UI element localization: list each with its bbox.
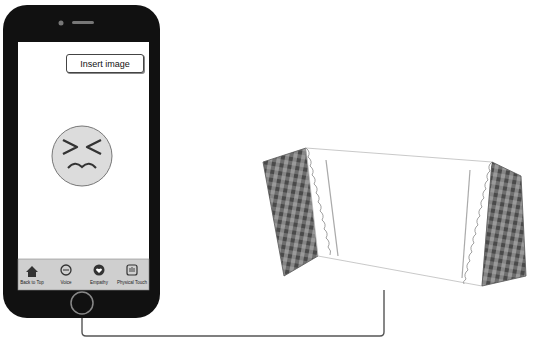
face-eye bbox=[63, 140, 77, 154]
button: Insert image bbox=[66, 54, 144, 73]
pillow-lace bbox=[463, 162, 492, 284]
nav-label: Voice bbox=[60, 280, 71, 285]
phone-speaker bbox=[72, 21, 94, 24]
phone-camera bbox=[59, 21, 64, 26]
empathy-icon bbox=[94, 265, 105, 276]
home-button bbox=[71, 292, 93, 314]
face-eye bbox=[87, 140, 101, 154]
pillow-end bbox=[482, 162, 526, 286]
home-icon bbox=[26, 266, 38, 277]
pillow-seam bbox=[326, 160, 338, 256]
nav-bar bbox=[18, 259, 149, 290]
pillow-body bbox=[306, 148, 492, 286]
touch-icon bbox=[127, 265, 137, 275]
voice-icon bbox=[61, 265, 71, 275]
phone-body bbox=[3, 5, 160, 318]
phone-screen bbox=[18, 42, 149, 290]
button-text: Insert image bbox=[80, 59, 130, 69]
distressed-face bbox=[52, 126, 112, 186]
nav-label: Physical Touch bbox=[117, 280, 147, 285]
pillow-seam bbox=[462, 170, 470, 278]
face-mouth bbox=[68, 164, 96, 168]
nav-label: Back to Top bbox=[20, 280, 43, 285]
nav-label: Empathy bbox=[90, 280, 108, 285]
